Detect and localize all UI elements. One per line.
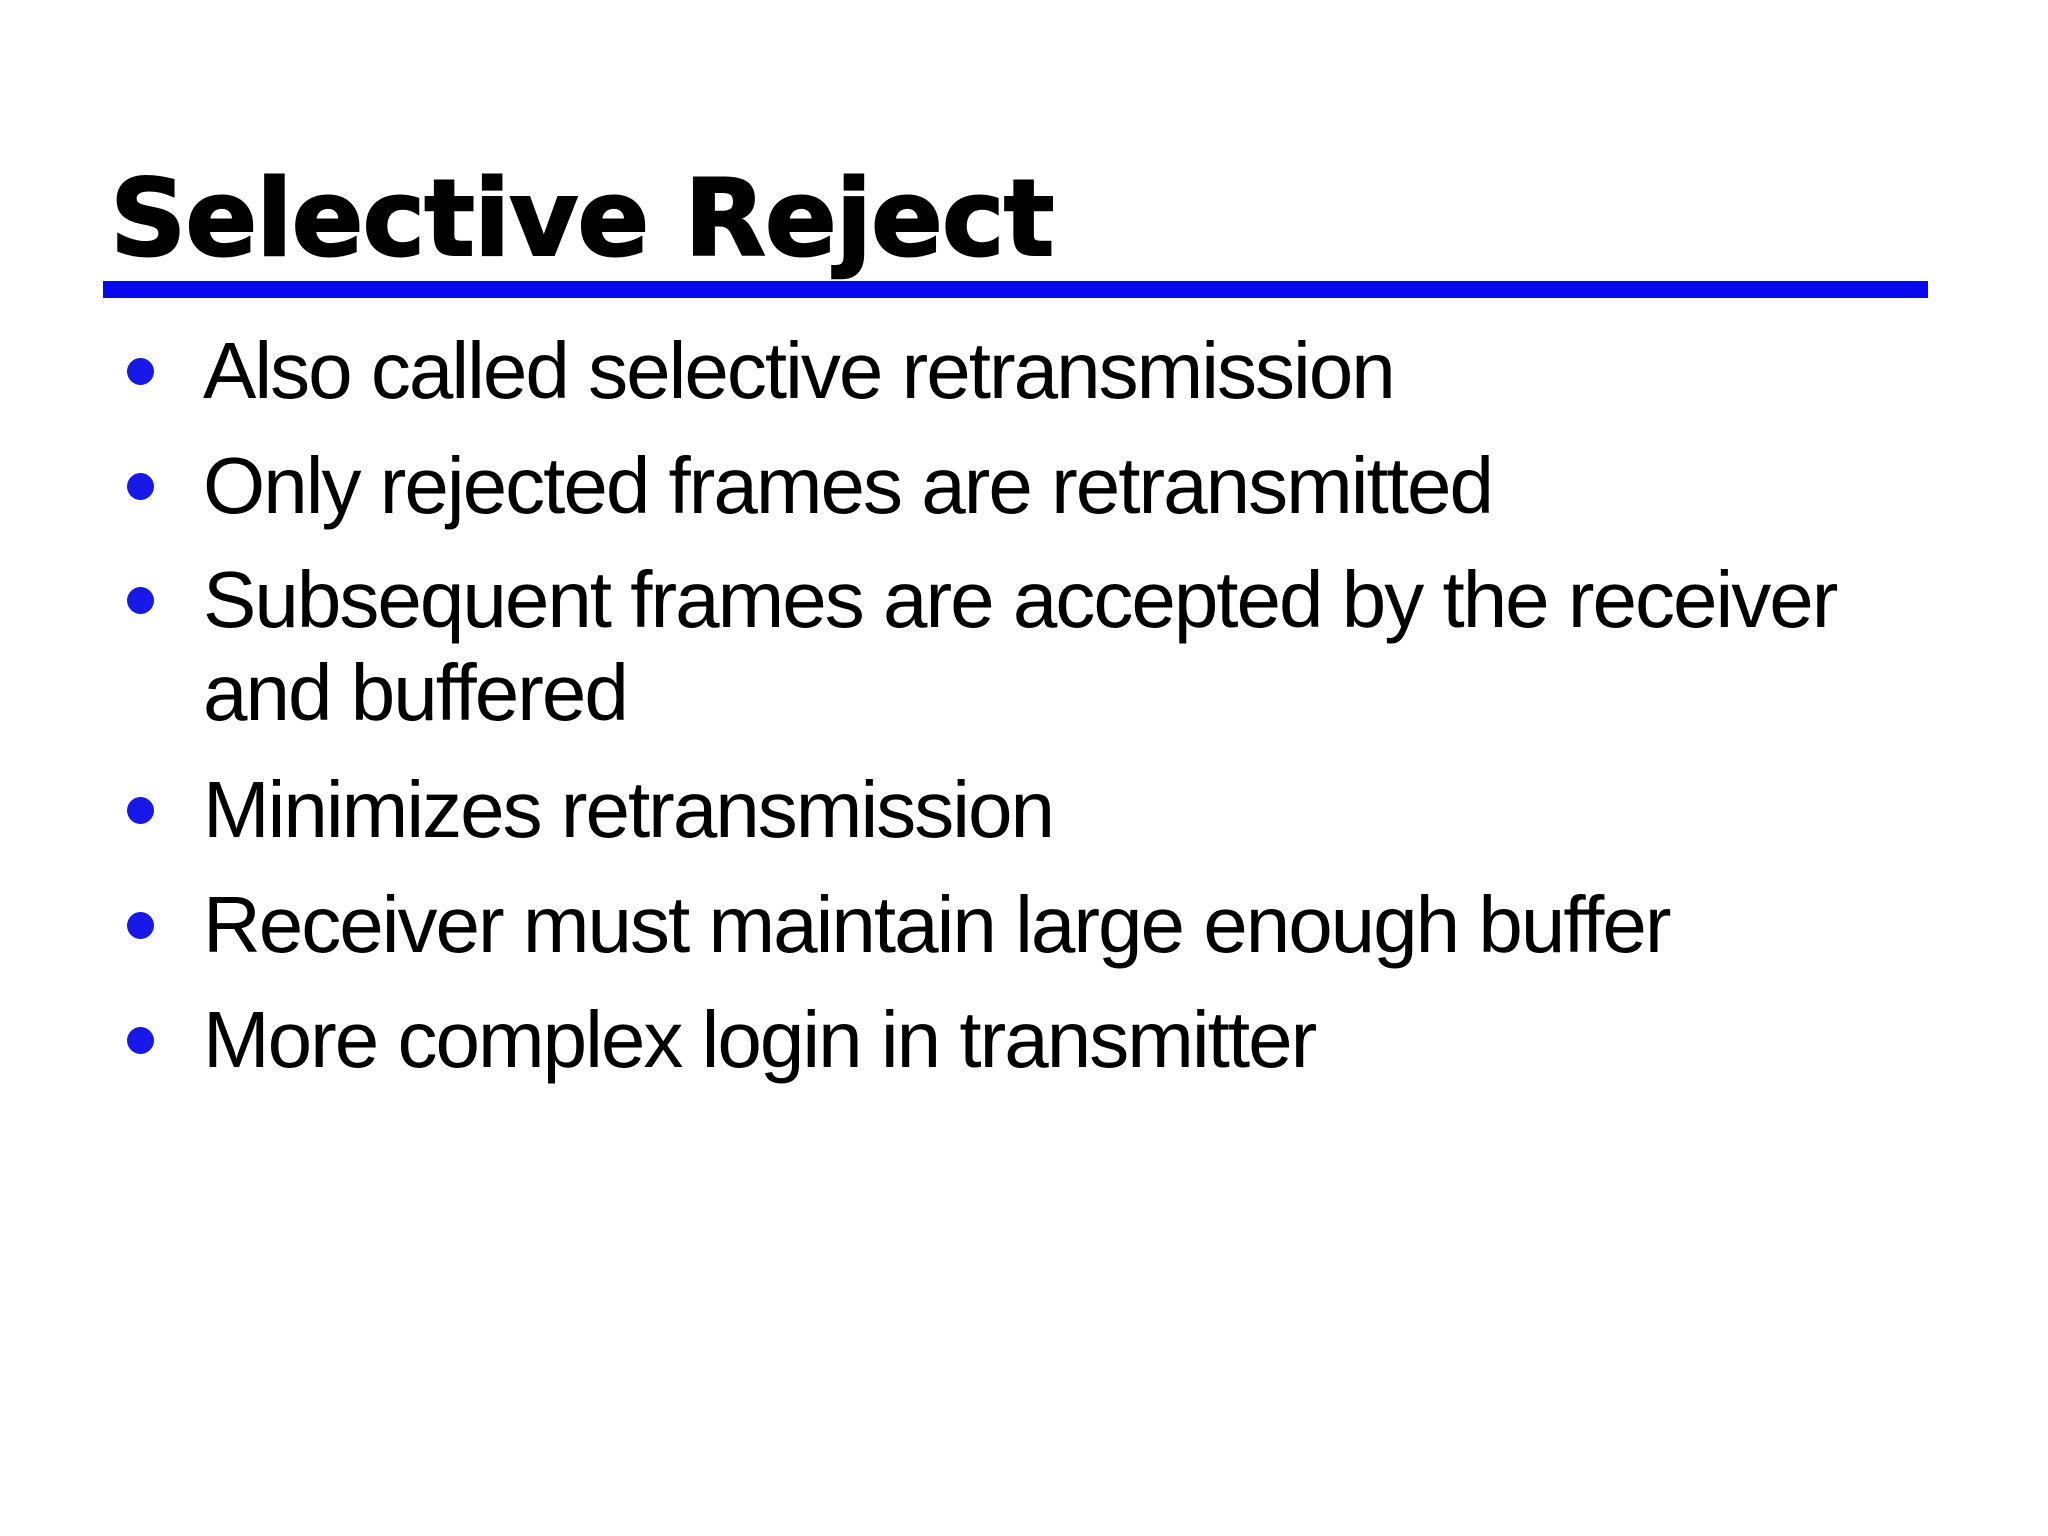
bullet-text: Only rejected frames are retransmitted (203, 441, 1494, 530)
bullet-text: Subsequent frames are accepted by the re… (203, 555, 1838, 737)
bullet-dot-icon (127, 587, 154, 614)
bullet-dot-icon (127, 358, 154, 385)
bullet-item: Also called selective retransmission (127, 324, 1968, 417)
bullet-text: Receiver must maintain large enough buff… (203, 880, 1672, 969)
bullet-item: Minimizes retransmission (127, 763, 1968, 856)
bullet-dot-icon (127, 473, 154, 500)
bullet-text: Also called selective retransmission (203, 326, 1396, 415)
bullet-dot-icon (127, 797, 154, 824)
bullet-item: Subsequent frames are accepted by the re… (127, 553, 1968, 739)
bullet-text: Minimizes retransmission (203, 765, 1055, 854)
bullet-text: More complex login in transmitter (203, 995, 1317, 1084)
bullet-dot-icon (127, 1027, 154, 1054)
bullet-dot-icon (127, 912, 154, 939)
bullet-item: Only rejected frames are retransmitted (127, 439, 1968, 532)
bullet-item: Receiver must maintain large enough buff… (127, 878, 1968, 971)
bullet-item: More complex login in transmitter (127, 993, 1968, 1086)
slide-title: Selective Reject (109, 157, 1055, 280)
title-underline (103, 281, 1928, 298)
